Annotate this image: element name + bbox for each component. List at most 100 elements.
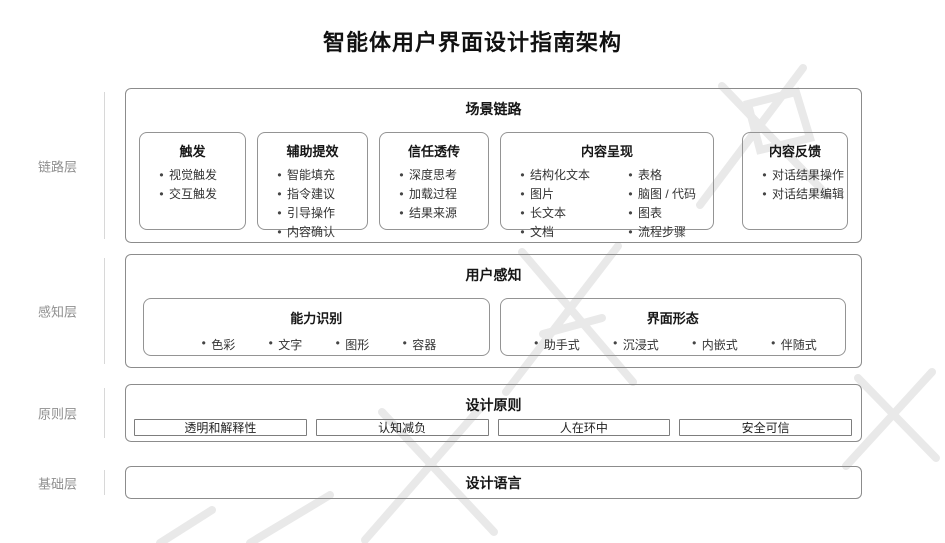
card-content-feedback: 内容反馈 • 对话结果操作 •对话结果编辑 bbox=[742, 132, 848, 230]
list-item: • 助手式 bbox=[529, 336, 580, 353]
rail-label-principles: 原则层 bbox=[38, 406, 78, 422]
list-item: •内嵌式 bbox=[687, 336, 738, 353]
card-trigger: 触发 • 视觉触发 •交互触发 bbox=[139, 132, 246, 230]
card-interface-forms: 界面形态 • 助手式 • 沉浸式 •内嵌式 • 伴随式 bbox=[499, 298, 846, 356]
card-title: 辅助提效 bbox=[286, 144, 339, 159]
design-language-label: 设计语言 bbox=[465, 474, 522, 491]
list-item: •对话结果编辑 bbox=[757, 185, 844, 204]
rail-label-perception: 感知层 bbox=[38, 304, 78, 320]
rail-label-foundation: 基础层 bbox=[38, 476, 78, 491]
bullet-icon: • bbox=[628, 225, 633, 239]
list-item-label: 图片 bbox=[530, 187, 555, 201]
user-perception-header: 用户感知 bbox=[465, 267, 522, 283]
bullet-icon: • bbox=[399, 168, 404, 182]
list-item-label: 伴随式 bbox=[780, 338, 817, 352]
rail-divider-line bbox=[104, 92, 105, 239]
layer-row-link: 链路层 场景链路 触发 •视觉触发•交互触发 辅助提效 •智能填充•指令建议•引… bbox=[0, 88, 862, 243]
list-item: • 文档 bbox=[515, 223, 623, 242]
card-two-columns: •结构化文本•图片•长文本•文档 •表格•脑图 / 代码•图表•流程步骤 bbox=[507, 166, 707, 242]
rail-divider-line bbox=[104, 470, 105, 495]
list-item: • 表格 bbox=[623, 166, 707, 185]
list-item-label: 结构化文本 bbox=[530, 168, 591, 182]
card-item-list: •深度思考•加载过程•结果来源 bbox=[386, 166, 482, 223]
bullet-icon: • bbox=[520, 225, 525, 239]
list-item-label: 引导操作 bbox=[287, 206, 336, 220]
list-item: •色彩 bbox=[196, 336, 236, 353]
list-item: •结果来源 bbox=[394, 204, 482, 223]
diagram-title: 智能体用户界面设计指南架构 bbox=[322, 30, 622, 55]
list-item-label: 文字 bbox=[278, 338, 303, 352]
list-item: • 对话结果操作 bbox=[757, 166, 845, 185]
card-title: 内容反馈 bbox=[768, 144, 821, 159]
scene-link-header: 场景链路 bbox=[465, 101, 522, 117]
card-trust-transparency: 信任透传 •深度思考•加载过程•结果来源 bbox=[379, 132, 489, 230]
list-item-label: 内嵌式 bbox=[701, 338, 738, 352]
list-item-label: 容器 bbox=[412, 338, 437, 352]
bullet-icon: • bbox=[159, 168, 164, 182]
scene-link-cards: 触发 •视觉触发•交互触发 辅助提效 •智能填充•指令建议•引导操作•内容确认 … bbox=[139, 132, 848, 239]
list-item: •容器 bbox=[397, 336, 437, 353]
bullet-icon: • bbox=[534, 336, 539, 350]
layer-rail-foundation: 基础层 bbox=[0, 466, 125, 499]
principle-box: 安全可信 bbox=[679, 419, 852, 436]
card-assist-efficiency: 辅助提效 • 智能填充 •指令建议 • 引导操作 • 内容确认 bbox=[257, 132, 368, 239]
list-item: • 视觉触发 bbox=[154, 166, 239, 185]
card-title: 界面形态 bbox=[646, 311, 699, 326]
list-item: •交互触发 bbox=[154, 185, 239, 204]
bullet-icon: • bbox=[613, 336, 618, 350]
card-title: 触发 bbox=[179, 144, 206, 159]
bullet-icon: • bbox=[277, 206, 282, 220]
principle-box: 透明和解释性 bbox=[134, 419, 307, 436]
bullet-icon: • bbox=[762, 168, 767, 182]
layer-rail-link: 链路层 bbox=[0, 88, 125, 243]
card-item-list: • 视觉触发 •交互触发 bbox=[146, 166, 239, 204]
bullet-icon: • bbox=[268, 336, 273, 350]
list-item: •指令建议 bbox=[272, 185, 361, 204]
list-item-label: 沉浸式 bbox=[622, 338, 659, 352]
rail-divider-line bbox=[104, 388, 105, 438]
list-item-label: 对话结果操作 bbox=[772, 168, 845, 182]
bullet-icon: • bbox=[277, 168, 282, 182]
list-item: • 流程步骤 bbox=[623, 223, 707, 242]
rail-label-link: 链路层 bbox=[38, 159, 78, 174]
list-item: •加载过程 bbox=[394, 185, 482, 204]
list-item: •脑图 / 代码 bbox=[623, 185, 707, 204]
card-item-list: • 智能填充 •指令建议 • 引导操作 • 内容确认 bbox=[264, 166, 361, 242]
list-item-label: 图形 bbox=[345, 338, 370, 352]
bullet-icon: • bbox=[771, 336, 776, 350]
principle-box: 认知减负 bbox=[315, 419, 489, 436]
bullet-icon: • bbox=[335, 336, 340, 350]
card-content-presentation: 内容呈现 •结构化文本•图片•长文本•文档 •表格•脑图 / 代码•图表•流程步… bbox=[500, 132, 714, 239]
card-item-list: • 结构化文本 • 图片 • 长文本• 文档 bbox=[515, 166, 623, 242]
list-item-label: 文档 bbox=[530, 225, 555, 239]
layer-rail-principles: 原则层 bbox=[0, 384, 125, 442]
list-item-label: 内容确认 bbox=[287, 225, 336, 239]
scene-link-box: 场景链路 触发 •视觉触发•交互触发 辅助提效 •智能填充•指令建议•引导操作•… bbox=[125, 88, 862, 243]
card-capability-recognition: 能力识别 •色彩•文字•图形•容器 bbox=[143, 298, 490, 356]
list-item-label: 长文本 bbox=[530, 206, 567, 220]
card-item-list: •表格•脑图 / 代码•图表•流程步骤 bbox=[623, 166, 707, 242]
list-item: •图表 bbox=[623, 204, 707, 223]
design-principles-box: 设计原则 透明和解释性认知减负人在环中安全可信 bbox=[125, 384, 862, 442]
bullet-icon: • bbox=[628, 206, 633, 220]
list-item-label: 流程步骤 bbox=[638, 225, 687, 239]
bullet-icon: • bbox=[277, 225, 282, 239]
bullet-icon: • bbox=[399, 187, 404, 201]
list-item: • 长文本 bbox=[515, 204, 623, 223]
inline-item-list: •色彩 • 文字 • 图形 •容器 bbox=[144, 336, 489, 353]
list-item-label: 助手式 bbox=[543, 338, 580, 352]
list-item-label: 脑图 / 代码 bbox=[638, 187, 697, 201]
list-item-label: 表格 bbox=[638, 168, 663, 182]
list-item: • 内容确认 bbox=[272, 223, 361, 242]
list-item-label: 色彩 bbox=[211, 338, 236, 352]
list-item-label: 视觉触发 bbox=[169, 168, 218, 182]
list-item: • 沉浸式 bbox=[608, 336, 659, 353]
bullet-icon: • bbox=[628, 168, 633, 182]
list-item: • 文字 bbox=[263, 336, 303, 353]
bullet-icon: • bbox=[520, 206, 525, 220]
list-item-label: 智能填充 bbox=[287, 168, 336, 182]
list-item-label: 结果来源 bbox=[409, 206, 458, 220]
list-item-label: 指令建议 bbox=[287, 187, 336, 201]
principle-list: 透明和解释性认知减负人在环中安全可信 bbox=[134, 419, 852, 436]
